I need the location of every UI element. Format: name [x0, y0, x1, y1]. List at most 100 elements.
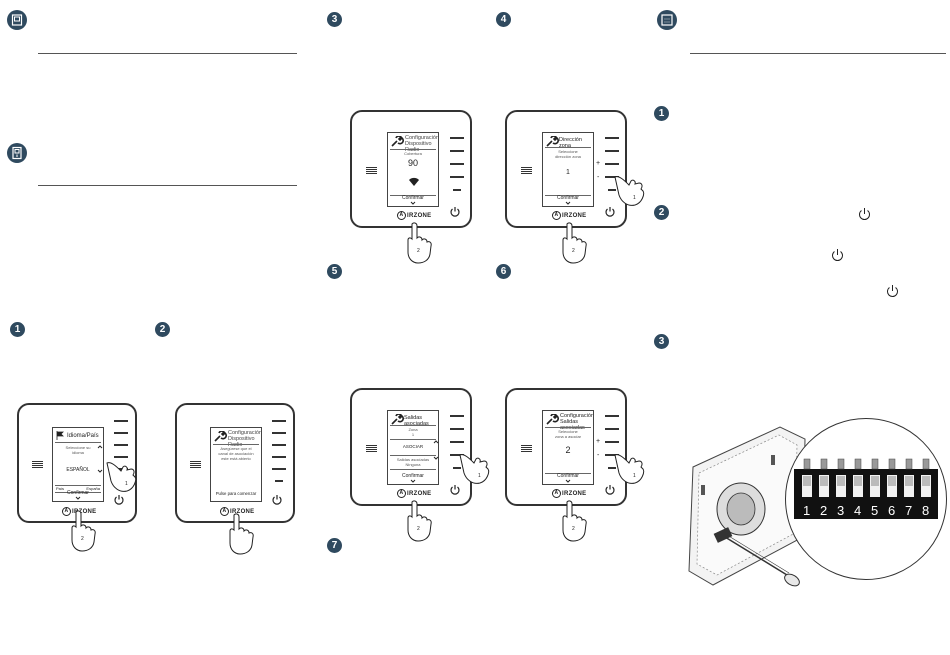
confirm-label: Confirmar	[402, 195, 424, 201]
side-buttons	[605, 415, 619, 480]
dip-pin	[905, 458, 913, 470]
dip-switch-knob	[905, 476, 913, 486]
wrench-icon	[214, 431, 227, 442]
chevron-down-icon	[565, 201, 571, 205]
device-screen: Configuración Dispositivo Radio Asegúres…	[210, 427, 262, 502]
thermostat-device: Configuración Dispositivo Radio Asegúres…	[175, 403, 295, 555]
dip-pin	[854, 458, 862, 470]
screen-title: Dirección zona	[559, 137, 582, 149]
power-button-icon	[605, 485, 615, 495]
device-screen: Salidas asociadas Zona 1 ASOCIAR Salidas…	[387, 410, 439, 485]
screen-subtitle: Cobertura	[404, 151, 422, 156]
svg-text:2: 2	[572, 526, 575, 532]
screen-body: este está abierto	[221, 456, 251, 461]
screen-body: canal de asociación	[218, 451, 254, 456]
screen-title-2: Dispositivo Radio	[228, 436, 255, 448]
step-number: 6	[496, 264, 511, 279]
svg-text:1: 1	[633, 195, 636, 201]
dip-switch-label: 2	[820, 503, 827, 518]
hand-icon: 1	[614, 176, 645, 206]
wifi-icon	[409, 177, 419, 186]
screen-title-2: Salidas asociadas	[560, 419, 585, 431]
screen-row-right: España	[86, 486, 100, 491]
svg-text:1: 1	[633, 473, 636, 479]
grille-icon	[521, 444, 532, 452]
board-square-icon	[657, 10, 677, 30]
power-button-icon	[450, 207, 460, 217]
plus-label: +	[596, 160, 601, 167]
device-screen: Idioma/País Seleccione su idioma ESPAÑOL…	[52, 427, 104, 502]
power-button-icon	[450, 485, 460, 495]
thermostat-square-icon	[7, 10, 27, 30]
dip-pin	[888, 458, 896, 470]
chevron-down-icon	[97, 469, 103, 473]
wrench-icon	[391, 414, 404, 425]
screen-subtitle: Seleccione	[558, 429, 578, 434]
screen-footer: Pulse para comenzar	[215, 491, 257, 496]
screen-subtitle-2: dirección zona	[555, 154, 581, 159]
screen-title-2: Dispositivo Radio	[405, 141, 432, 153]
confirm-label: Confirmar	[402, 473, 424, 479]
step-number: 1	[10, 322, 25, 337]
screen-body: Asegúrese que el	[220, 446, 252, 451]
step-number: 2	[155, 322, 170, 337]
screen-value: 2	[565, 445, 571, 455]
chevron-down-icon	[75, 496, 81, 500]
hand-icon: 2	[407, 222, 432, 264]
step-number: 1	[654, 106, 669, 121]
power-icon	[859, 208, 870, 220]
power-icon	[832, 249, 843, 261]
device-screen: Configuración Salidas asociadas Seleccio…	[542, 410, 594, 485]
dip-switch-knob	[922, 476, 930, 486]
thermostat-device: Configuración Salidas asociadas Seleccio…	[505, 388, 645, 542]
thermostat-device: Salidas asociadas Zona 1 ASOCIAR Salidas…	[350, 388, 490, 542]
wrench-icon	[391, 136, 404, 147]
svg-text:2: 2	[417, 526, 420, 532]
device-screen: Dirección zona Seleccione dirección zona…	[542, 132, 594, 207]
step-number: 3	[654, 334, 669, 349]
step-number: 5	[327, 264, 342, 279]
side-buttons	[450, 137, 464, 202]
hand-icon: 2	[407, 500, 432, 542]
dip-switch-knob	[837, 476, 845, 486]
back-plate-illustration	[688, 426, 806, 587]
screen-value: ASOCIAR	[402, 444, 424, 449]
screen-subtitle: Seleccione su idioma	[65, 445, 91, 455]
chevron-down-icon	[433, 456, 439, 460]
dip-switch-label: 4	[854, 503, 861, 518]
thermostat-device: Configuración Dispositivo Radio Cobertur…	[350, 110, 472, 264]
screen-title: Salidas asociadas	[404, 415, 429, 427]
screen-row-label: Zona	[408, 427, 418, 432]
svg-text:1: 1	[478, 473, 481, 479]
dip-pin	[837, 458, 845, 470]
screen-title: Configuración	[228, 430, 262, 436]
confirm-label: Confirmar	[67, 490, 89, 496]
side-buttons	[605, 137, 619, 202]
section-rule	[38, 53, 297, 54]
hand-icon: 1	[106, 462, 137, 492]
power-button-icon	[114, 495, 124, 505]
hand-icon	[229, 513, 254, 555]
power-button-icon	[272, 495, 282, 505]
dip-switch-label: 5	[871, 503, 878, 518]
dip-pin	[922, 458, 930, 470]
power-icon	[887, 285, 898, 297]
confirm-label: Confirmar	[557, 195, 579, 201]
screen-subtitle: Seleccione	[558, 149, 578, 154]
grille-icon	[521, 166, 532, 174]
dip-switch-label: 3	[837, 503, 844, 518]
wrench-icon	[546, 414, 559, 425]
minus-label: -	[597, 174, 600, 181]
chevron-up-icon	[97, 445, 103, 449]
grille-icon	[32, 460, 43, 468]
hand-icon: 1	[459, 454, 490, 484]
thermostat-plug-icon	[7, 143, 27, 163]
dip-switch-knob	[888, 476, 896, 486]
screen-title: Idioma/País	[67, 433, 99, 439]
dip-switch-label: 6	[888, 503, 895, 518]
step-number: 2	[654, 205, 669, 220]
